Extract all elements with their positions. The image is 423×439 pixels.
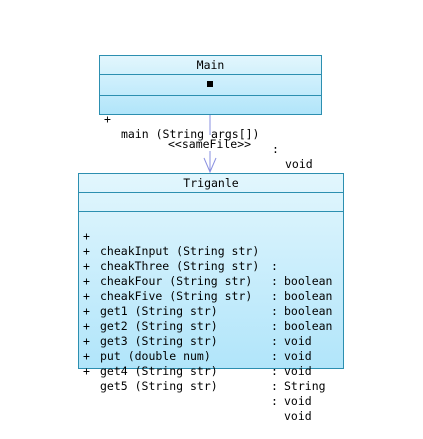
operation-row: + cheakFive (String str) : boolean xyxy=(83,259,343,333)
main-class-name: Main xyxy=(100,56,321,75)
operation-row: + cheakThree (String str) : boolean xyxy=(83,229,343,303)
return-separator: : xyxy=(272,142,279,156)
operation-signature: cheakFour (String str) xyxy=(100,274,253,288)
operation-return-type: String xyxy=(284,379,326,393)
operation-return-type: boolean xyxy=(284,319,333,333)
operation-visibility: + xyxy=(83,244,90,258)
operation-visibility: + xyxy=(83,349,90,363)
attribute-marker-icon xyxy=(207,81,213,87)
operation-signature: cheakInput (String str) xyxy=(100,244,260,258)
operation-signature: put (double num) xyxy=(100,349,211,363)
operation-row: + get3 (String str) : void xyxy=(83,304,343,378)
triganle-class-operations: + cheakInput (String str) : boolean + ch… xyxy=(79,212,343,423)
operation-visibility: + xyxy=(104,112,111,126)
operation-return-type: void xyxy=(284,364,312,378)
return-separator: : xyxy=(271,364,278,378)
operation-row: + get1 (String str) : void xyxy=(83,274,343,348)
operation-visibility: + xyxy=(83,259,90,273)
operation-signature: get1 (String str) xyxy=(100,304,218,318)
return-separator: : xyxy=(271,274,278,288)
operation-visibility: + xyxy=(83,289,90,303)
operation-visibility: + xyxy=(83,319,90,333)
operation-visibility: + xyxy=(83,364,90,378)
main-class-box[interactable]: Main + main (String args[]) : void xyxy=(99,55,322,171)
operation-row: + cheakInput (String str) : boolean xyxy=(83,214,343,288)
return-separator: : xyxy=(271,304,278,318)
triganle-class-box[interactable]: Triganle + cheakInput (String str) : boo… xyxy=(78,173,344,423)
operation-return-type: void xyxy=(284,394,312,408)
main-class-operations: + main (String args[]) : void xyxy=(100,96,321,171)
operation-signature: main (String args[]) xyxy=(121,127,260,141)
return-separator: : xyxy=(271,349,278,363)
triganle-class-attributes xyxy=(79,193,343,212)
operation-return-type: void xyxy=(284,409,312,423)
operation-row: + get5 (String str) : void xyxy=(83,349,343,423)
operation-signature: get2 (String str) xyxy=(100,319,218,333)
operation-return-type: boolean xyxy=(284,274,333,288)
operation-return-type: boolean xyxy=(284,304,333,318)
triganle-class-name: Triganle xyxy=(79,174,343,193)
operation-signature: cheakFive (String str) xyxy=(100,289,253,303)
operation-return-type: void xyxy=(284,334,312,348)
operation-return-type: boolean xyxy=(284,289,333,303)
return-separator: : xyxy=(271,334,278,348)
operation-signature: get4 (String str) xyxy=(100,364,218,378)
operation-return-type: void xyxy=(284,349,312,363)
operation-visibility: + xyxy=(83,274,90,288)
main-class-attributes xyxy=(100,75,321,96)
return-separator: : xyxy=(271,289,278,303)
return-separator: : xyxy=(271,394,278,408)
operation-signature: get3 (String str) xyxy=(100,334,218,348)
return-separator: : xyxy=(271,259,278,273)
operation-row: + cheakFour (String str) : boolean xyxy=(83,244,343,318)
return-separator: : xyxy=(271,379,278,393)
operation-visibility: + xyxy=(83,304,90,318)
operation-row: + put (double num) : String xyxy=(83,319,343,393)
operation-signature: cheakThree (String str) xyxy=(100,259,260,273)
operation-row: + get2 (String str) : void xyxy=(83,289,343,363)
operation-signature: get5 (String str) xyxy=(100,379,218,393)
operation-row: + get4 (String str) : void xyxy=(83,334,343,408)
dependency-arrow xyxy=(203,113,217,174)
operation-visibility: + xyxy=(83,334,90,348)
dependency-stereotype-label: <<sameFile>> xyxy=(168,137,252,151)
operation-visibility: + xyxy=(83,229,90,243)
operation-row: + main (String args[]) : void xyxy=(104,97,321,171)
operation-return-type: void xyxy=(285,157,313,171)
return-separator: : xyxy=(271,319,278,333)
